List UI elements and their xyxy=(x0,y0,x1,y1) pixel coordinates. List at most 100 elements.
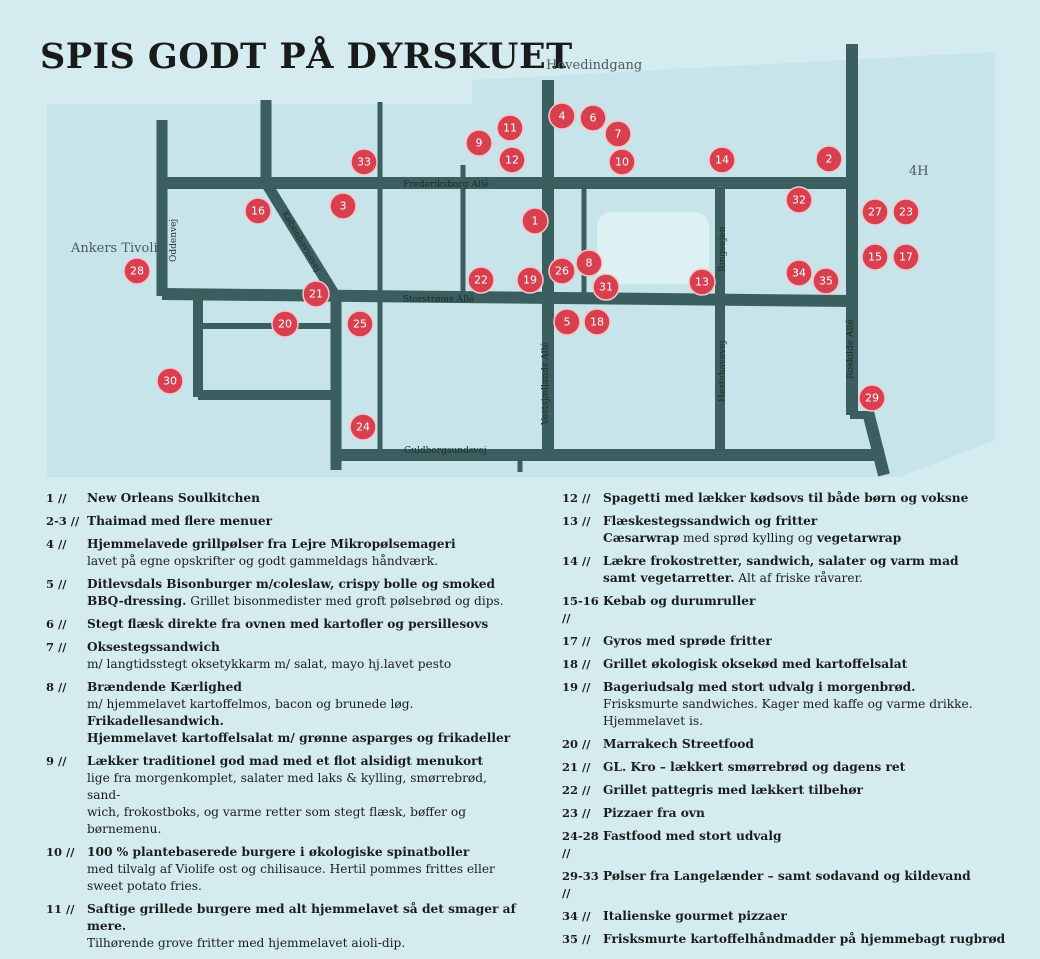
svg-text:12: 12 xyxy=(505,154,519,167)
legend-number: 5 // xyxy=(46,577,67,591)
legend-entry: 17 //Gyros med sprøde fritter xyxy=(562,633,1032,650)
street-roskilde: Roskilde Allé xyxy=(845,319,856,379)
legend-line: Italienske gourmet pizzaer xyxy=(603,908,1032,925)
legend-text: Oksestegssandwich xyxy=(87,640,220,654)
legend-number: 18 // xyxy=(562,657,591,671)
legend-line: Cæsarwrap med sprød kylling og vegetarwr… xyxy=(603,530,1032,547)
legend-line: Ditlevsdals Bisonburger m/coleslaw, cris… xyxy=(87,576,516,593)
marker-18[interactable]: 18 xyxy=(583,308,611,336)
arena-area xyxy=(597,212,709,284)
legend-text: m/ hjemmelavet kartoffelmos, bacon og br… xyxy=(87,697,414,711)
legend-entry: 10 //100 % plantebaserede burgere i økol… xyxy=(46,844,516,895)
legend-text: Bageriudsalg med stort udvalg i morgenbr… xyxy=(603,680,916,694)
marker-1[interactable]: 1 xyxy=(521,207,549,235)
legend-number: 1 // xyxy=(46,491,67,505)
svg-text:24: 24 xyxy=(356,421,370,434)
legend-line: Spagetti med lækker kødsovs til både bør… xyxy=(603,490,1032,507)
marker-11[interactable]: 11 xyxy=(496,114,524,142)
marker-31[interactable]: 31 xyxy=(592,273,620,301)
legend-line: Grillet økologisk oksekød med kartoffels… xyxy=(603,656,1032,673)
marker-10[interactable]: 10 xyxy=(608,148,636,176)
legend-entry: 6 //Stegt flæsk direkte fra ovnen med ka… xyxy=(46,616,516,633)
marker-32[interactable]: 32 xyxy=(785,186,813,214)
marker-24[interactable]: 24 xyxy=(349,413,377,441)
legend-line: Brændende Kærlighed xyxy=(87,679,516,696)
legend-description: Grillet økologisk oksekød med kartoffels… xyxy=(603,656,1032,673)
marker-15[interactable]: 15 xyxy=(861,243,889,271)
marker-27[interactable]: 27 xyxy=(861,198,889,226)
marker-2[interactable]: 2 xyxy=(815,145,843,173)
legend-text: Ditlevsdals Bisonburger m/coleslaw, cris… xyxy=(87,577,496,591)
legend-description: Frisksmurte kartoffelhåndmadder på hjemm… xyxy=(603,931,1032,948)
marker-14[interactable]: 14 xyxy=(708,146,736,174)
marker-8[interactable]: 8 xyxy=(575,249,603,277)
marker-19[interactable]: 19 xyxy=(516,266,544,294)
legend-text: lige fra morgenkomplet, salater med laks… xyxy=(87,771,487,802)
legend-number: 17 // xyxy=(562,634,591,648)
marker-30[interactable]: 30 xyxy=(156,367,184,395)
legend-line: Hjemmelavet is. xyxy=(603,713,1032,730)
marker-13[interactable]: 13 xyxy=(688,268,716,296)
legend-number: 19 // xyxy=(562,680,591,694)
marker-29[interactable]: 29 xyxy=(858,384,886,412)
legend-line: Lækre frokostretter, sandwich, salater o… xyxy=(603,553,1032,570)
marker-21[interactable]: 21 xyxy=(302,280,330,308)
legend-line: 100 % plantebaserede burgere i økologisk… xyxy=(87,844,516,861)
legend-text: Saftige grillede burgere med alt hjemmel… xyxy=(87,902,516,933)
legend-description: Brændende Kærlighed m/ hjemmelavet kartof… xyxy=(87,679,516,747)
label-hovedindgang: Hovedindgang xyxy=(546,58,642,73)
legend-line: wich, frokostboks, og varme retter som s… xyxy=(87,804,516,838)
legend-description: Pizzaer fra ovn xyxy=(603,805,1032,822)
legend-description: Hjemmelavede grillpølser fra Lejre Mikro… xyxy=(87,536,516,570)
marker-7[interactable]: 7 xyxy=(604,120,632,148)
legend-text: Brændende Kærlighed xyxy=(87,680,242,694)
svg-text:6: 6 xyxy=(590,112,597,125)
legend-number: 9 // xyxy=(46,754,67,768)
legend-line: Frisksmurte kartoffelhåndmadder på hjemm… xyxy=(603,931,1032,948)
svg-text:26: 26 xyxy=(555,265,569,278)
legend-line: Thaimad med flere menuer xyxy=(87,513,516,530)
legend-text: GL. Kro – lækkert smørrebrød og dagens r… xyxy=(603,760,906,774)
legend-text: 100 % plantebaserede burgere i økologisk… xyxy=(87,845,470,859)
marker-16[interactable]: 16 xyxy=(244,197,272,225)
legend-description: Thaimad med flere menuer xyxy=(87,513,516,530)
legend-description: Marrakech Streetfood xyxy=(603,736,1032,753)
svg-text:11: 11 xyxy=(503,122,517,135)
marker-33[interactable]: 33 xyxy=(350,148,378,176)
legend-number: 20 // xyxy=(562,737,591,751)
legend-line: Hjemmelavede grillpølser fra Lejre Mikro… xyxy=(87,536,516,553)
marker-34[interactable]: 34 xyxy=(785,259,813,287)
marker-9[interactable]: 9 xyxy=(465,129,493,157)
legend-number: 24-28 // xyxy=(562,829,599,860)
legend-line: lige fra morgenkomplet, salater med laks… xyxy=(87,770,516,804)
legend-number: 13 // xyxy=(562,514,591,528)
site-map: Frederiksborg Allé Storstrøms Allé Guldb… xyxy=(47,44,995,477)
marker-12[interactable]: 12 xyxy=(498,146,526,174)
marker-20[interactable]: 20 xyxy=(271,310,299,338)
marker-6[interactable]: 6 xyxy=(579,104,607,132)
legend-text: m/ langtidsstegt oksetykkarm m/ salat, m… xyxy=(87,657,452,671)
legend-line: New Orleans Soulkitchen xyxy=(87,490,516,507)
marker-25[interactable]: 25 xyxy=(346,310,374,338)
legend-line: Stegt flæsk direkte fra ovnen med kartof… xyxy=(87,616,516,633)
marker-35[interactable]: 35 xyxy=(812,267,840,295)
svg-text:9: 9 xyxy=(476,137,483,150)
legend-right-column: 12 //Spagetti med lækker kødsovs til båd… xyxy=(562,490,1032,954)
legend-description: 100 % plantebaserede burgere i økologisk… xyxy=(87,844,516,895)
marker-4[interactable]: 4 xyxy=(548,102,576,130)
legend-number: 15-16 // xyxy=(562,594,599,625)
marker-5[interactable]: 5 xyxy=(553,308,581,336)
marker-3[interactable]: 3 xyxy=(329,192,357,220)
legend-text: Fastfood med stort udvalg xyxy=(603,829,782,843)
marker-28[interactable]: 28 xyxy=(123,257,151,285)
legend-text: Italienske gourmet pizzaer xyxy=(603,909,787,923)
marker-17[interactable]: 17 xyxy=(892,243,920,271)
marker-22[interactable]: 22 xyxy=(467,266,495,294)
legend-entry: 1 // New Orleans Soulkitchen xyxy=(46,490,516,507)
marker-26[interactable]: 26 xyxy=(548,257,576,285)
legend-text: Frikadellesandwich. xyxy=(87,714,224,728)
legend-line: GL. Kro – lækkert smørrebrød og dagens r… xyxy=(603,759,1032,776)
marker-23[interactable]: 23 xyxy=(892,198,920,226)
legend-text: Pizzaer fra ovn xyxy=(603,806,705,820)
